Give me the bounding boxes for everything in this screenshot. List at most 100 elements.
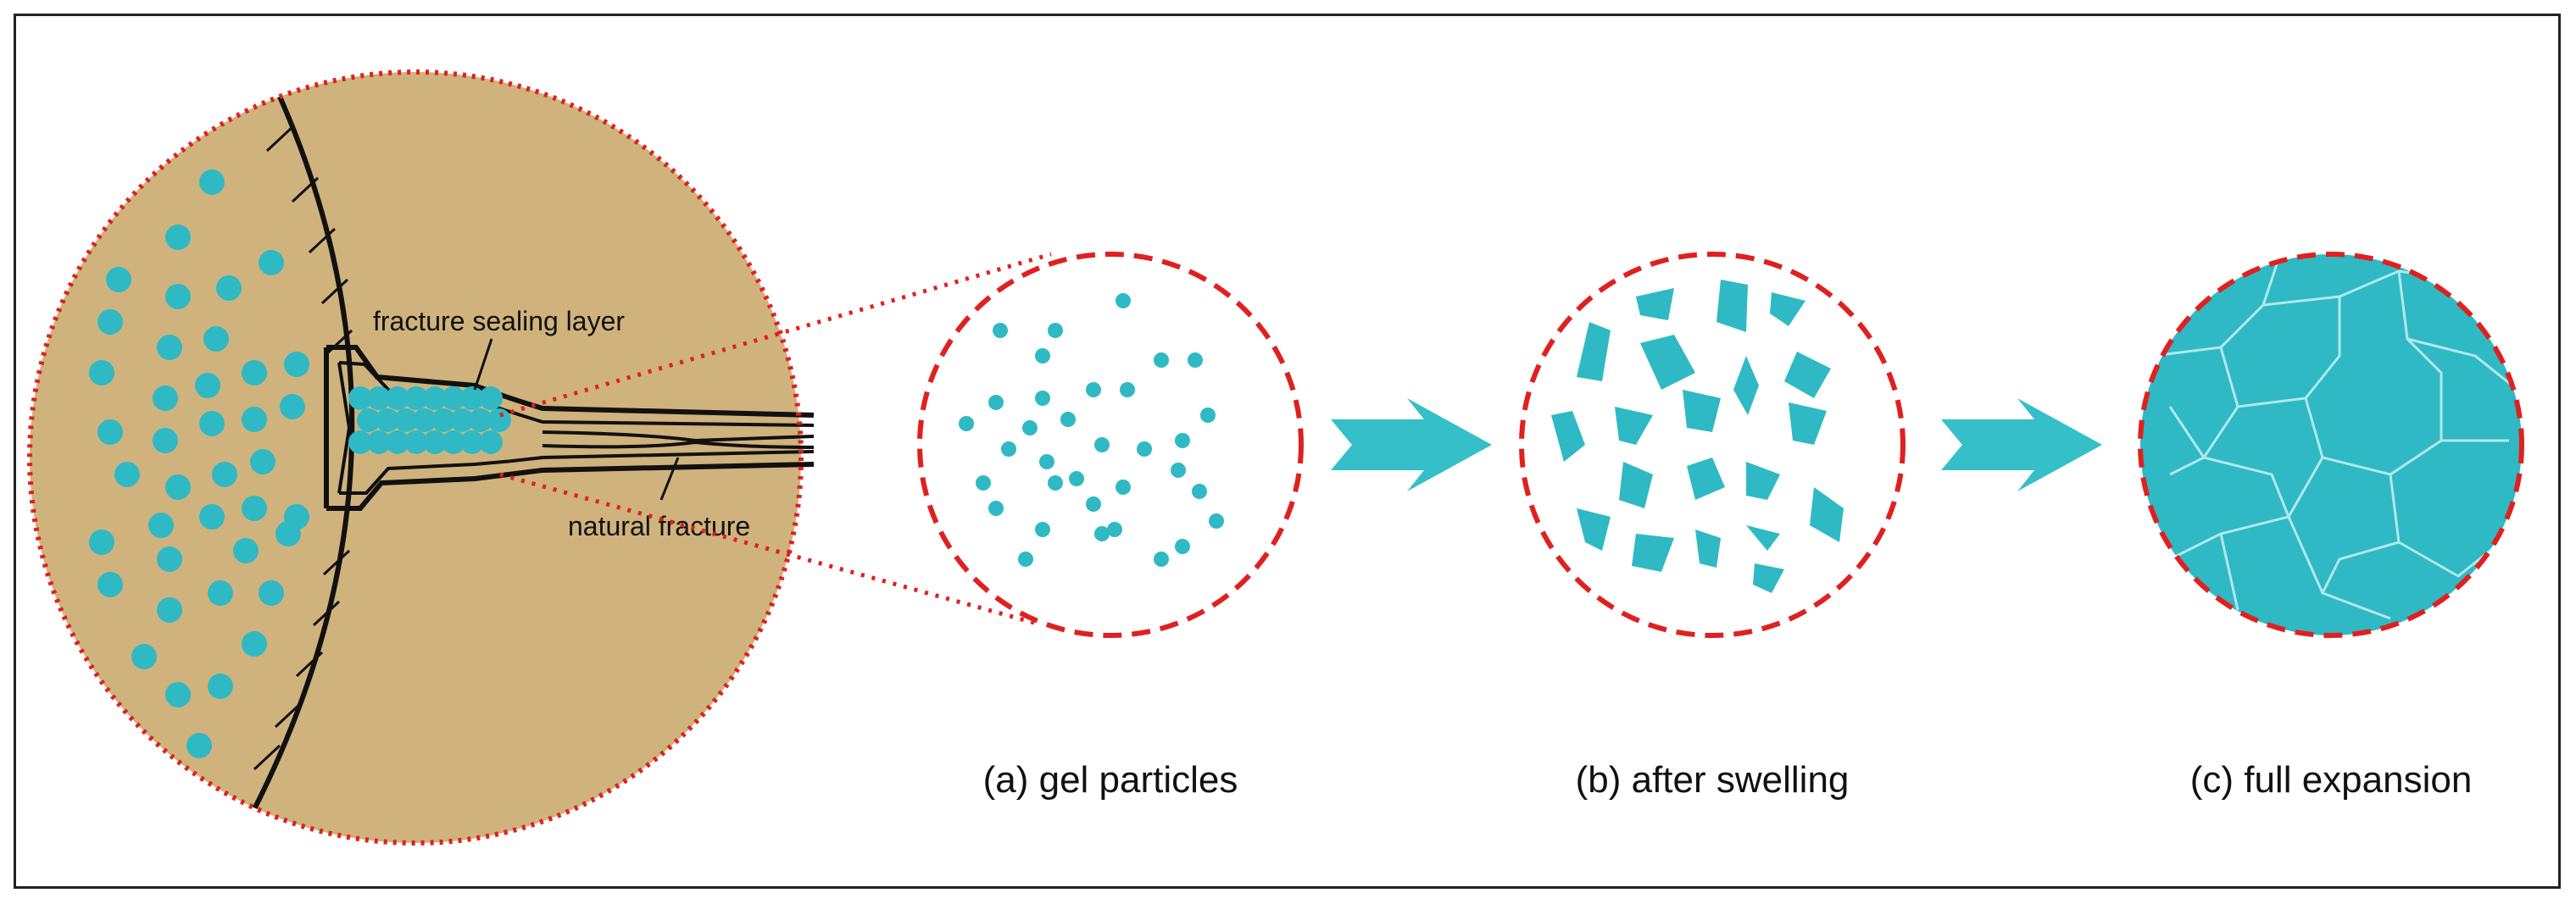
hatch-mark [308,227,337,254]
gel-particle-small [1107,522,1122,537]
gel-particle-small [1086,496,1101,512]
hatch-mark [265,125,294,153]
zoom-line-bottom [499,472,1035,625]
hatch-mark [295,651,324,678]
packed-gel-particle [357,408,381,432]
gel-particle-small [959,416,974,431]
arrow-right-1 [1331,398,1492,491]
gel-particle-small [1060,412,1076,427]
packed-gel-particle [394,408,418,432]
zoom-line-top [499,252,1052,418]
gel-particle-small [1175,433,1190,448]
gel-particle-small [1094,437,1110,452]
gel-particle [195,373,220,398]
hatch-mark [325,329,353,356]
gel-particle-small [1209,513,1224,529]
gel-particle [242,407,267,432]
gel-particle-small [1069,471,1084,486]
gel-particle [157,546,182,572]
gel-particle-small [1035,348,1050,363]
packed-gel-particle [460,386,484,410]
gel-particle [259,580,284,606]
packed-gel-particle [404,430,428,454]
packed-gel-particle [479,386,503,410]
gel-particle-small [1137,441,1152,457]
panel-c-full-expansion [2138,252,2524,638]
gel-particle [106,267,131,292]
rock-matrix-circle [27,69,815,846]
gel-particle-small [988,395,1004,410]
gel-particle-small [1171,463,1186,478]
gel-particle [153,428,178,453]
panel-a-gel-particles [917,252,1304,638]
gel-particle-small [1116,293,1131,308]
fracture-channel [324,338,815,511]
outer-dotted-border [27,69,804,846]
gel-particle [284,352,309,377]
gel-particle [259,250,284,275]
gel-particles-matrix [89,169,309,758]
gel-particle [208,580,233,606]
panel-b-circle [1519,252,1906,638]
gel-particle [165,284,191,309]
gel-particle-small [1048,475,1063,491]
packed-gel-particle [431,408,455,432]
caption-a: (a) gel particles [983,759,1238,801]
gel-particle-small [976,475,991,491]
gel-particle-small [1188,352,1203,368]
packed-gel-particle [487,408,511,432]
panel-b-after-swelling [1519,252,1906,638]
gel-particle-small [1086,382,1101,397]
label-fracture-sealing-layer: fracture sealing layer [373,306,625,336]
gel-particle [275,521,301,546]
gel-particle [148,513,174,538]
packed-gel-particle [386,386,409,410]
gel-particle [97,309,123,335]
packed-gel-particle [450,408,474,432]
packed-gel-particle [423,386,447,410]
wall-hatching [253,125,353,771]
gel-particle [89,530,114,555]
gel-particle-small [1175,539,1190,554]
gel-particle-small [1022,420,1038,435]
gel-particle-small [1035,522,1050,537]
gel-particle [157,335,182,360]
gel-particle [157,597,182,623]
hatch-mark [291,176,320,203]
gel-particle [242,360,267,385]
gel-particle [280,394,305,419]
gel-particle-small [1001,441,1016,457]
gel-particle-small [1192,484,1207,499]
label-natural-fracture: natural fracture [568,511,750,541]
gel-particle [89,360,114,385]
packed-gel-particle [367,430,391,454]
gel-particle [165,225,191,250]
gel-particle [242,496,267,521]
gel-particles-small [959,293,1224,567]
packed-gel-particle [367,386,391,410]
gel-particle [233,538,259,563]
gel-particle-small [988,501,1004,516]
hatch-mark [253,744,281,771]
gel-particle [242,631,267,657]
caption-c: (c) full expansion [2190,759,2473,801]
crack-network [2152,254,2518,620]
packed-gel-particle [404,386,428,410]
panel-a-circle [917,252,1304,638]
gel-particle-small [1094,526,1110,541]
swollen-particles [1551,280,1844,593]
gel-particle [165,682,191,707]
gel-particle-small [1018,552,1033,567]
gel-particle [131,644,157,669]
gel-particle-small [1035,391,1050,406]
packed-gel-particle [469,408,492,432]
packed-gel-particle [413,408,437,432]
packed-gel-particle [423,430,447,454]
hatch-mark [322,549,351,576]
gel-particle-small [1120,382,1135,397]
packed-gel-particle [479,430,503,454]
sand-texture [30,72,801,843]
arrow-right-2 [1941,398,2102,491]
gel-particle-small [1048,323,1063,338]
